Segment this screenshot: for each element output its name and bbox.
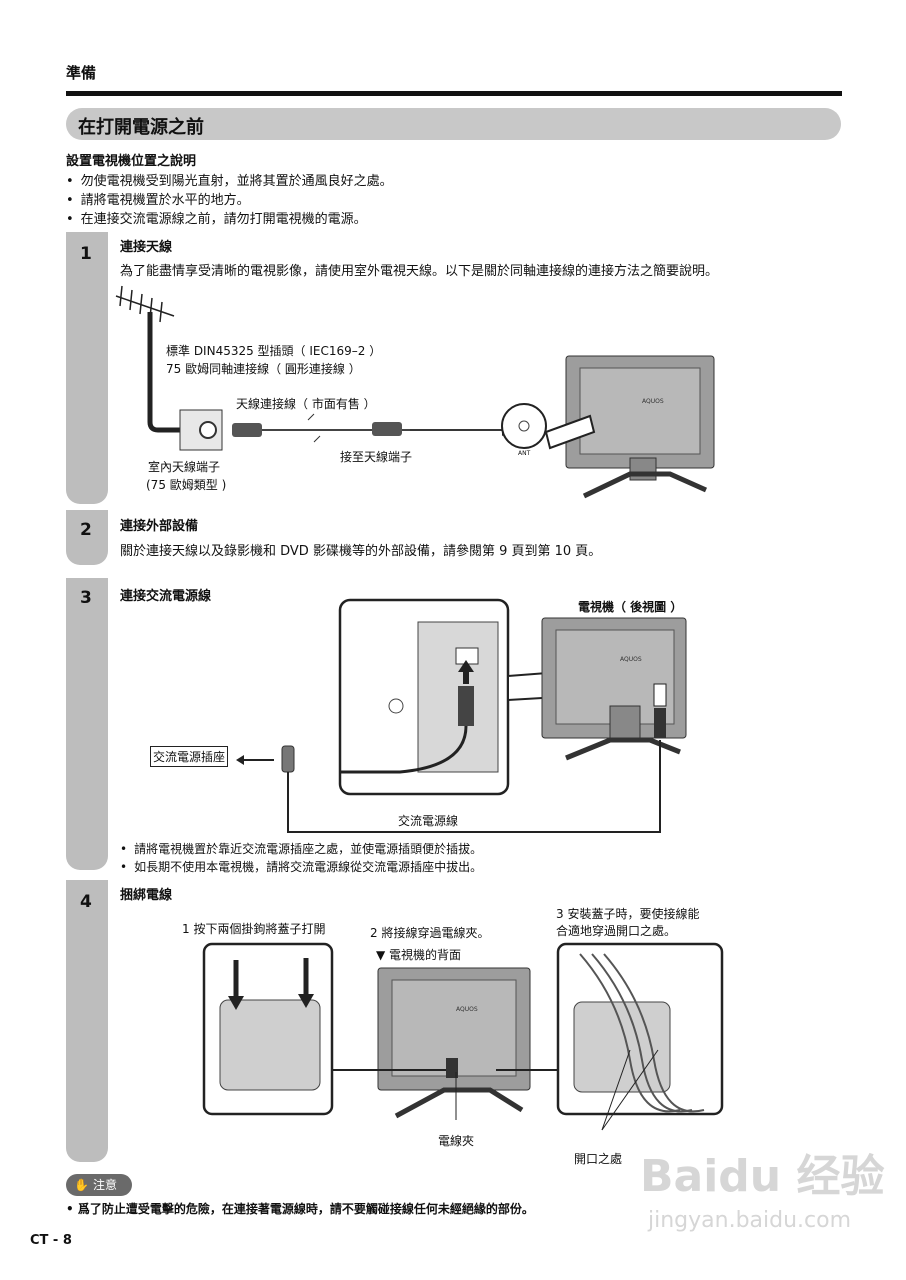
- din-label: 標準 DIN45325 型插頭（ IEC169–2 ）: [166, 344, 382, 358]
- antenna-icon: [115, 285, 175, 323]
- step-1-bar: [66, 232, 108, 504]
- step-2-bar: [66, 510, 108, 565]
- header-rule: [66, 91, 842, 96]
- tv-brand: AQUOS: [642, 398, 664, 405]
- step-number: 2: [80, 520, 92, 540]
- caution-text: • 爲了防止遭受電擊的危險，在連接著電源線時，請不要觸碰接線任何未經絕緣的部份。: [66, 1200, 534, 1217]
- step-3-bar: [66, 578, 108, 870]
- section-label: 準備: [66, 64, 97, 82]
- step-title: 連接交流電源線: [120, 589, 212, 604]
- intro-bullet: 在連接交流電源線之前，請勿打開電視機的電源。: [66, 208, 367, 227]
- tv-brand: AQUOS: [456, 1006, 478, 1013]
- tv-rear-icon: [541, 617, 687, 761]
- intro-bullet: 請將電視機置於水平的地方。: [66, 189, 250, 208]
- antenna-diagram: [115, 285, 715, 499]
- tv-back-icon: [377, 967, 531, 1119]
- tv-back-label: ▼ 電視機的背面: [376, 948, 462, 962]
- power-diagram: [236, 598, 687, 833]
- substep-3-line2: 合適地穿過開口之處。: [556, 924, 677, 938]
- step-title: 連接天線: [120, 240, 173, 255]
- indoor-terminal-type: (75 歐姆類型 ): [146, 478, 227, 492]
- caution-text-body: 爲了防止遭受電擊的危險，在連接著電源線時，請不要觸碰接線任何未經絕緣的部份。: [77, 1202, 534, 1216]
- antenna-cable-label: 天線連接線（ 市面有售 ）: [236, 397, 376, 411]
- ant-port-label: ANT: [518, 450, 531, 457]
- step-3-bullet: 請將電視機置於靠近交流電源插座之處，並使電源插頭便於插拔。: [120, 840, 482, 857]
- step-3-bullet: 如長期不使用本電視機，請將交流電源線從交流電源插座中拔出。: [120, 858, 482, 875]
- title-banner: [66, 108, 841, 140]
- intro-bullet: 勿使電視機受到陽光直射，並將其置於通風良好之處。: [66, 170, 393, 189]
- caution-badge-label: 注意: [92, 1178, 117, 1192]
- step-text: 為了能盡情享受清晰的電視影像，請使用室外電視天線。以下是關於同軸連接線的連接方法…: [120, 264, 719, 279]
- opening-label: 開口之處: [574, 1152, 623, 1166]
- step-4-bar: [66, 880, 108, 1162]
- page-number: CT - 8: [30, 1233, 72, 1248]
- hand-icon: ✋: [74, 1178, 89, 1192]
- connect-ant-label: 接至天線端子: [340, 450, 413, 464]
- ac-outlet-label: 交流電源插座: [150, 746, 229, 767]
- step-number: 1: [80, 244, 92, 264]
- step-text: 關於連接天線以及錄影機和 DVD 影碟機等的外部設備，請參閱第 9 頁到第 10…: [120, 544, 602, 559]
- bundling-diagram: [202, 942, 724, 1131]
- page-title: 在打開電源之前: [78, 117, 204, 138]
- substep-2-label: 2 將接線穿過電線夾。: [370, 926, 490, 940]
- caution-bullet: •: [66, 1202, 78, 1216]
- step-number: 4: [80, 892, 92, 912]
- ac-cord-label: 交流電源線: [398, 814, 459, 828]
- ac-plug-icon: [281, 745, 295, 773]
- watermark-url: jingyan.baidu.com: [648, 1208, 852, 1233]
- coax-label: 75 歐姆同軸連接線（ 圓形連接線 ）: [166, 362, 361, 376]
- step-title: 連接外部設備: [120, 519, 199, 534]
- watermark-logo: Baidu 经验: [640, 1151, 885, 1202]
- tv-brand: AQUOS: [620, 656, 642, 663]
- intro-title: 設置電視機位置之說明: [66, 154, 197, 169]
- clamp-label: 電線夾: [438, 1134, 475, 1148]
- substep-1-label: 1 按下兩個掛鉤將蓋子打開: [182, 922, 326, 936]
- tv-rear-label: 電視機（ 後視圖 ）: [578, 600, 683, 614]
- step-number: 3: [80, 588, 92, 608]
- step-title: 捆綁電線: [120, 888, 173, 903]
- indoor-terminal-label: 室內天線端子: [148, 460, 221, 474]
- tv-rear-icon: [565, 355, 715, 499]
- substep-3-line1: 3 安裝蓋子時，要使接線能: [556, 907, 700, 921]
- caution-badge: ✋注意: [66, 1174, 132, 1196]
